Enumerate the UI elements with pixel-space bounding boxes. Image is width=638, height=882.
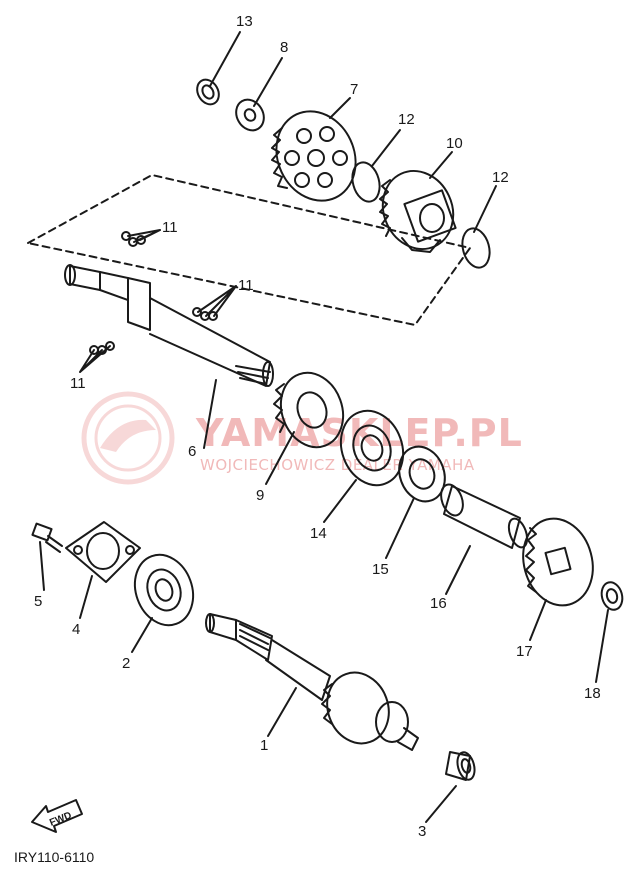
fwd-arrow-marker: FWD [31,799,83,833]
callout-12-lower: 12 [492,169,509,186]
callout-labels: 13 8 7 12 10 12 11 11 11 6 9 14 15 16 17… [34,13,601,840]
assembly-bracket-outline [27,174,471,326]
fwd-label: FWD [48,810,73,829]
callout-5: 5 [34,593,42,610]
part-12-circlip-upper [351,161,381,203]
part-3-collar [445,751,476,781]
part-18-circlip [600,581,624,611]
callout-15: 15 [372,561,389,578]
callout-6: 6 [188,443,196,460]
part-4-retainer-plate [65,521,141,583]
callout-16: 16 [430,595,447,612]
callout-18: 18 [584,685,601,702]
part-9-gear [273,371,345,449]
callout-11-b: 11 [238,277,254,294]
callout-11-c: 11 [70,375,86,392]
part-2-bearing [133,553,195,627]
diagram-code: IRY110-6110 [14,849,94,865]
part-1-main-axle [205,613,419,751]
callout-17: 17 [516,643,533,660]
part-16-collar [440,483,529,549]
part-17-sprocket [522,517,594,607]
callout-8: 8 [280,39,288,56]
callout-7: 7 [350,81,358,98]
leader-lines [39,31,609,823]
part-14-bearing [339,409,405,487]
watermark-title: YAMASKLEP.PL [195,411,523,455]
callout-12-upper: 12 [398,111,415,128]
watermark: YAMASKLEP.PL WOJCIECHOWICZ DEALER YAMAHA [81,391,523,485]
part-12-circlip-lower [461,227,491,269]
part-6-countershaft [64,264,274,387]
part-5-bolt [31,522,63,553]
callout-11-a: 11 [162,219,178,236]
part-10-clutch-gear [379,170,457,253]
part-13-circlip [196,78,220,106]
callout-4: 4 [72,621,80,638]
callout-3: 3 [418,823,426,840]
callout-9: 9 [256,487,264,504]
part-7-gear [271,110,357,202]
callout-13: 13 [236,13,253,30]
callout-1: 1 [260,737,268,754]
callout-2: 2 [122,655,130,672]
callout-10: 10 [446,135,463,152]
watermark-logo [81,391,175,485]
part-11-balls-b [192,307,218,321]
part-15-oil-seal [398,445,446,503]
callout-14: 14 [310,525,327,542]
part-8-washer [235,98,265,132]
watermark-subtitle: WOJCIECHOWICZ DEALER YAMAHA [200,456,475,474]
